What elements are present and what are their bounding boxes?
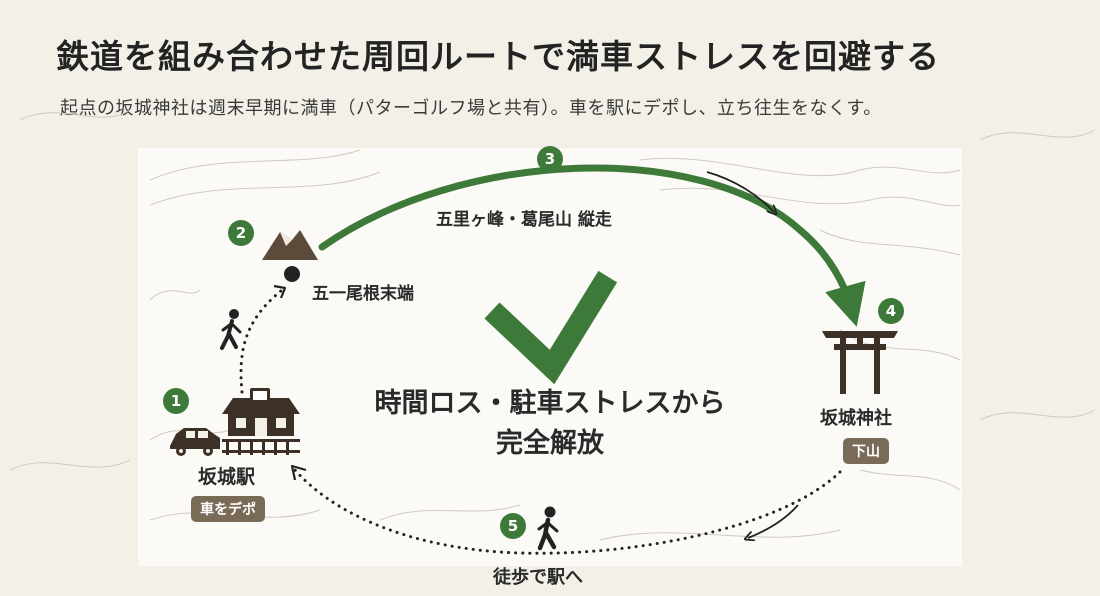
step-number-1: 1 [163, 388, 189, 414]
main-route-arrow [318, 164, 866, 327]
walk-route-return [293, 468, 842, 555]
center-message-line2: 完全解放 [496, 428, 604, 459]
station-label: 坂城駅 [198, 466, 256, 488]
walking-person-icon [537, 506, 559, 551]
step-number-4: 4 [878, 298, 904, 324]
walk-label: 徒歩で駅へ [493, 567, 583, 588]
car-icon [170, 428, 220, 456]
walk-route-up [239, 288, 284, 394]
torii-gate-icon [822, 331, 898, 394]
hiker-icon [220, 309, 242, 350]
page-title: 鉄道を組み合わせた周回ルートで満車ストレスを回避する [56, 37, 940, 76]
shrine-label: 坂城神社 [820, 408, 892, 429]
contour-lines [9, 109, 1096, 541]
mountain-peak-icon [262, 230, 318, 282]
flow-arrow-bottom [748, 504, 799, 538]
ridge-label: 五一尾根末端 [312, 284, 414, 304]
flow-arrow-top [706, 171, 774, 212]
check-mark-icon [484, 270, 618, 385]
station-icon [222, 388, 300, 455]
page-subtitle: 起点の坂城神社は週末早期に満車（パターゴルフ場と共有）。車を駅にデポし、立ち往生… [60, 98, 882, 119]
center-message-line1: 時間ロス・駐車ストレスから [374, 388, 726, 419]
shrine-badge: 下山 [843, 438, 889, 464]
center-message: 時間ロス・駐車ストレスから 完全解放 [330, 384, 770, 464]
step-number-3: 3 [537, 146, 563, 172]
step-number-2: 2 [228, 220, 254, 246]
traverse-label: 五里ヶ峰・葛尾山 縦走 [436, 210, 612, 230]
station-badge: 車をデポ [191, 496, 265, 522]
step-number-5: 5 [500, 513, 526, 539]
